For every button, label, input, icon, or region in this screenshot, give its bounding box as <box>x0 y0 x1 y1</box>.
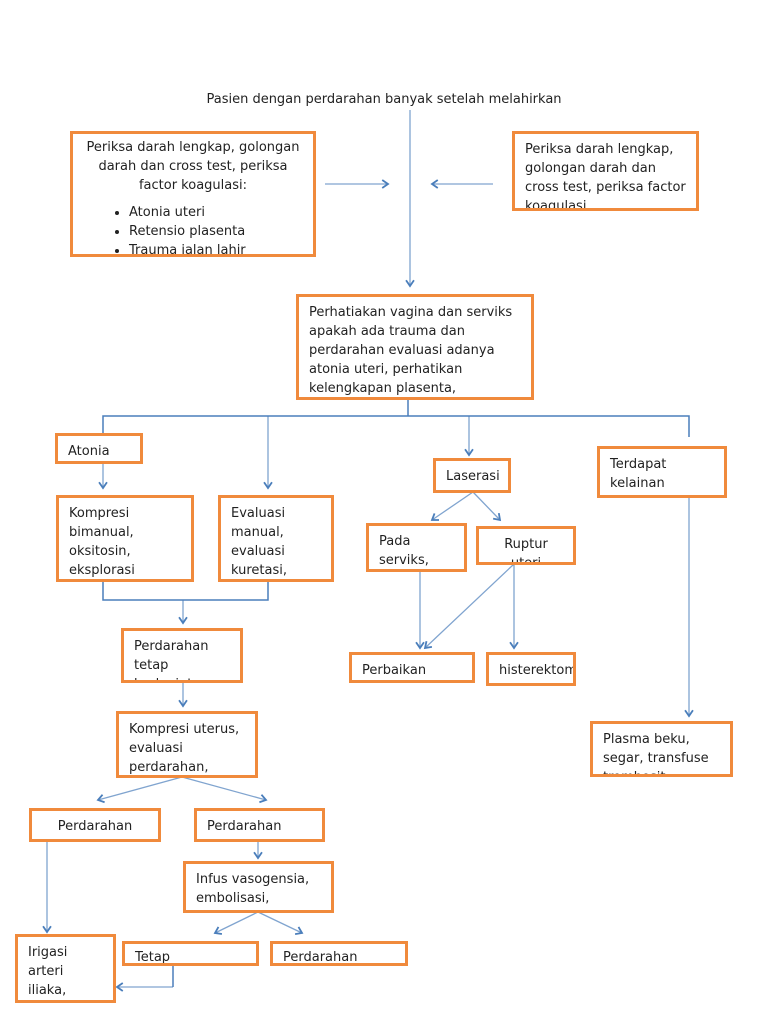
arrowhead-icon <box>98 481 108 490</box>
node-perdarahan-tetap: Perdarahan tetap berlanjut <box>121 628 243 683</box>
connector-line <box>257 911 303 934</box>
arrowhead-icon <box>96 794 105 804</box>
node-perdarahan-right: Perdarahan terkontrol <box>194 808 325 842</box>
connector-line <box>431 491 474 521</box>
arrowhead-icon <box>684 709 694 718</box>
node-perdarahan-bottom: Perdarahan <box>270 941 408 966</box>
node-infus: Infus vasogensia, embolisasi, <box>183 861 334 913</box>
node-perhatikan: Perhatiakan vagina dan serviks apakah ad… <box>296 294 534 400</box>
node-histerektomi: histerektomi <box>486 652 576 686</box>
node-evaluasi-manual: Evaluasi manual, evaluasi kuretasi, <box>218 495 334 582</box>
connector-line <box>181 776 267 801</box>
connector-line <box>472 491 501 521</box>
arrowhead-icon <box>423 640 433 650</box>
node-irigasi: Irigasi arteri iliaka, <box>15 934 116 1003</box>
arrowhead-icon <box>263 481 273 490</box>
arrowhead-icon <box>509 641 519 650</box>
node-perbaikan: Perbaikan <box>349 652 475 683</box>
node-tetap: Tetap <box>122 941 259 966</box>
arrowhead-icon <box>178 699 188 708</box>
arrowhead-icon <box>178 616 188 625</box>
arrowhead-icon <box>294 926 304 935</box>
connector-line <box>214 911 259 934</box>
node-atonia: Atonia <box>55 433 143 464</box>
diagram-title: Pasien dengan perdarahan banyak setelah … <box>206 92 562 107</box>
node-perdarahan-left: Perdarahan berlanjut <box>29 808 161 842</box>
arrowhead-icon <box>115 982 124 992</box>
node-plasma: Plasma beku, segar, transfuse trombosit <box>590 721 733 777</box>
arrowhead-icon <box>405 279 415 288</box>
node-periksa-left: Periksa darah lengkap, golongan darah da… <box>70 131 316 257</box>
arrowhead-icon <box>430 179 439 189</box>
connector-line <box>102 581 269 601</box>
bullet-item: Trauma jalan lahir <box>129 241 303 254</box>
arrowhead-icon <box>253 851 263 860</box>
node-laserasi: Laserasi <box>433 458 511 493</box>
node-pada-serviks: Pada serviks, <box>366 523 467 572</box>
node-periksa-right: Periksa darah lengkap, golongan darah da… <box>512 131 699 211</box>
node-ruptur-uteri: Ruptur uteri <box>476 526 576 565</box>
arrowhead-icon <box>213 926 223 935</box>
node-text: Periksa darah lengkap, golongan darah da… <box>86 140 300 193</box>
bullet-item: Atonia uteri <box>129 203 303 222</box>
arrowhead-icon <box>259 794 268 804</box>
arrowhead-icon <box>430 513 440 521</box>
arrowhead-icon <box>42 925 52 934</box>
arrowhead-icon <box>464 448 474 457</box>
bullet-item: Retensio plasenta <box>129 222 303 241</box>
connector-line <box>102 415 690 437</box>
arrowhead-icon <box>381 179 390 189</box>
node-terdapat: Terdapat kelainan koagulasi <box>597 446 727 498</box>
arrowhead-icon <box>415 641 425 650</box>
connector-line <box>97 776 183 801</box>
arrowhead-icon <box>492 512 502 522</box>
bullet-list: Atonia uteri Retensio plasenta Trauma ja… <box>83 203 303 254</box>
node-kompresi-bimanual: Kompresi bimanual, oksitosin, eksplorasi <box>56 495 194 582</box>
connector-line <box>424 563 515 649</box>
node-kompresi-uterus: Kompresi uterus, evaluasi perdarahan, <box>116 711 258 778</box>
